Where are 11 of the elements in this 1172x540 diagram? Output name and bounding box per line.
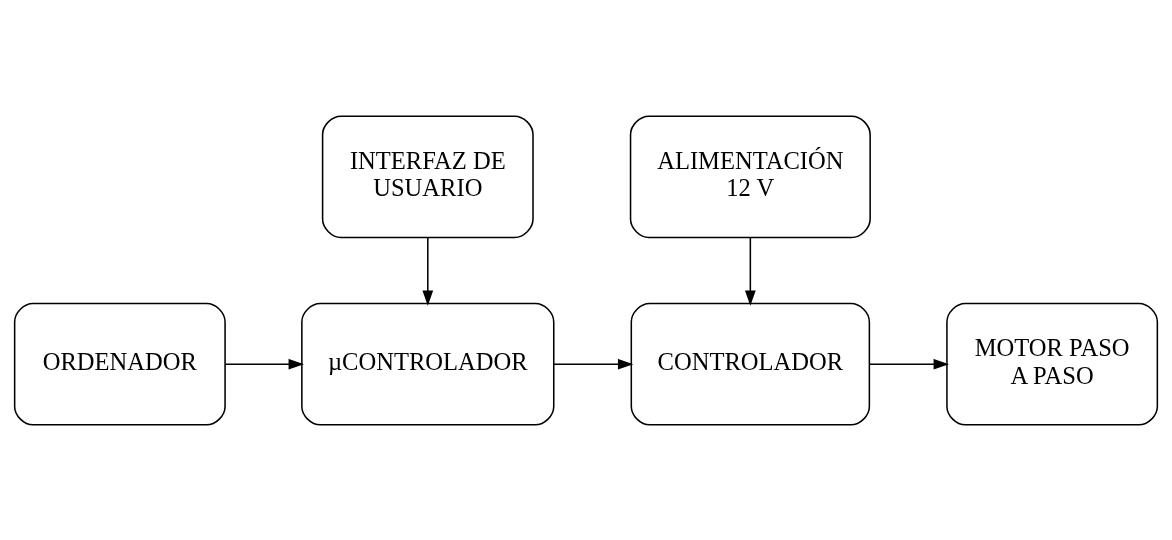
node-box: ORDENADOR — [13, 302, 226, 426]
node-box: ALIMENTACIÓN 12 V — [629, 114, 871, 238]
arrow — [744, 236, 756, 306]
node-box: CONTROLADOR — [630, 302, 871, 426]
arrow — [224, 358, 304, 370]
arrow — [553, 358, 634, 370]
arrow — [868, 358, 949, 370]
node-box: MOTOR PASO A PASO — [946, 302, 1159, 426]
node-box: INTERFAZ DE USUARIO — [321, 114, 534, 238]
node-box: µCONTROLADOR — [301, 302, 555, 426]
arrow — [422, 236, 434, 306]
